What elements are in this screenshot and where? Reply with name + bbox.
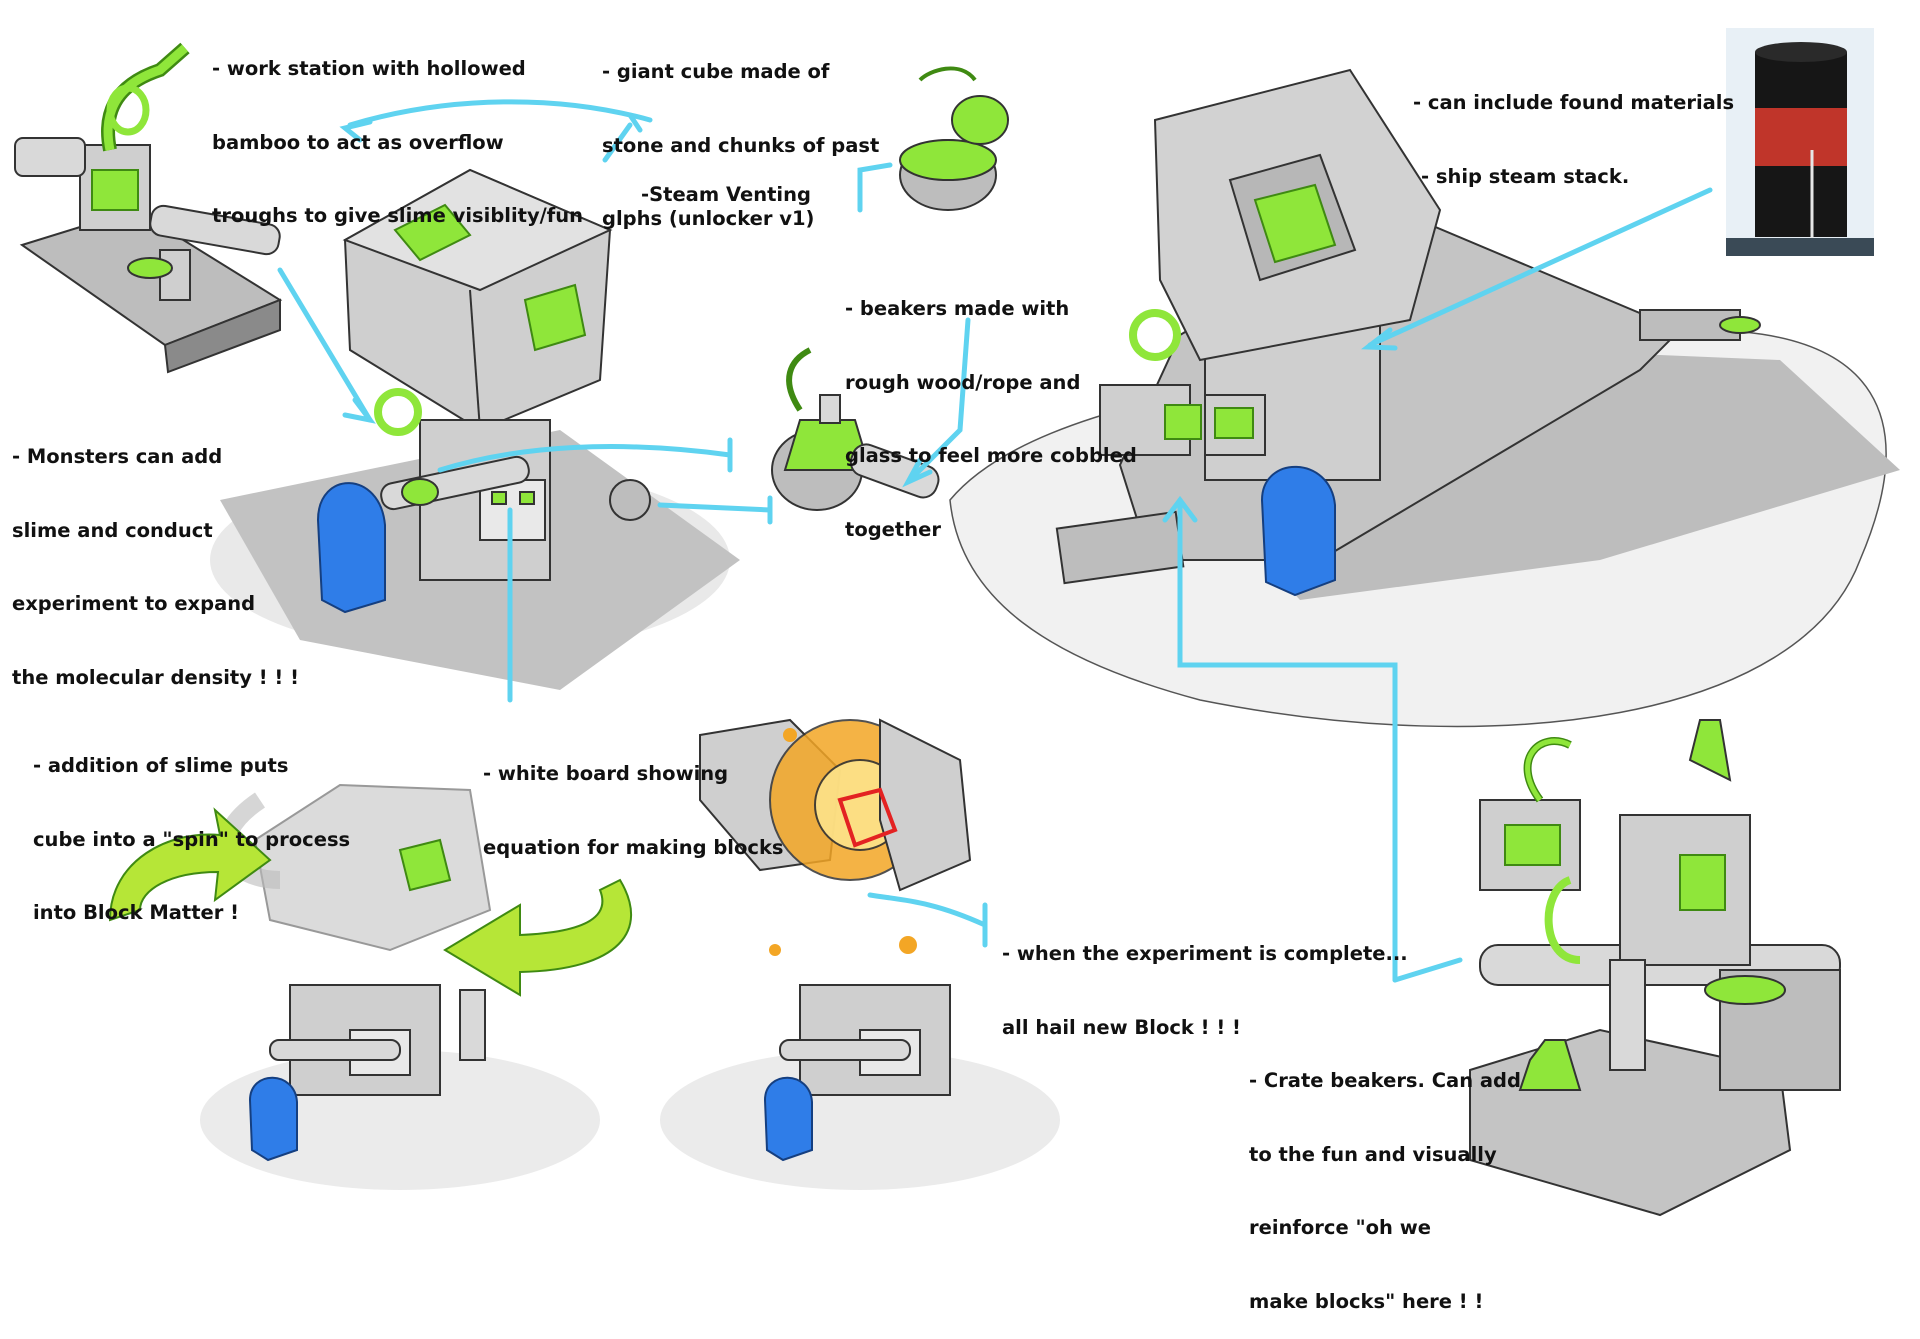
note-line: troughs to give slime visiblity/fun (212, 204, 584, 227)
note-line: slime and conduct (12, 518, 213, 542)
note-line: reinforce "oh we (1249, 1216, 1431, 1239)
machine-base-left (269, 984, 486, 1096)
monster-figure-small-left (248, 1076, 298, 1162)
monster-figure-right (1260, 465, 1336, 597)
annotation-arrows (277, 99, 1713, 983)
note-crate: - Crate beakers. Can add to the fun and … (1249, 1020, 1521, 1339)
note-line: - addition of slime puts (33, 754, 289, 777)
note-line: - Monsters can add (12, 445, 223, 468)
note-found-materials: - can include found materials - ship ste… (1413, 42, 1734, 214)
note-line: - ship steam stack. (1421, 164, 1630, 188)
beaker-sketches (771, 66, 1009, 511)
note-giant-cube: - giant cube made of stone and chunks of… (602, 11, 879, 256)
note-workstation: - work station with hollowed bamboo to a… (212, 8, 583, 253)
monster-figure (316, 482, 386, 614)
note-line: - white board showing (483, 762, 729, 785)
note-steam-venting: -Steam Venting (641, 134, 811, 232)
workstation-sketch (14, 42, 283, 374)
note-beakers: - beakers made with rough wood/rope and … (845, 248, 1137, 567)
monster-figure-small-middle (763, 1076, 813, 1162)
note-complete: - when the experiment is complete... all… (1002, 893, 1408, 1065)
note-spin: - addition of slime puts cube into a "sp… (33, 705, 350, 950)
steam-stack-photo (1726, 28, 1874, 256)
note-line: bamboo to act as overflow (212, 130, 504, 154)
note-monsters: - Monsters can add slime and conduct exp… (12, 396, 299, 715)
note-line: make blocks" here ! ! (1249, 1289, 1484, 1313)
note-line: together (845, 517, 941, 541)
spin-arrow-bottom (443, 878, 633, 997)
large-machine-sketch (1055, 68, 1761, 585)
machine-base-middle (779, 984, 951, 1096)
note-line: - giant cube made of (602, 60, 830, 83)
burst-sketch (699, 718, 972, 956)
note-line: - when the experiment is complete... (1002, 942, 1408, 965)
note-line: all hail new Block ! ! ! (1002, 1015, 1241, 1039)
note-line: - can include found materials (1413, 91, 1735, 114)
crate-beakers-sketch (1469, 719, 1841, 1217)
note-line: stone and chunks of past (602, 133, 880, 157)
note-whiteboard: - white board showing equation for makin… (483, 713, 784, 885)
note-line: - work station with hollowed (212, 57, 526, 80)
note-line: - beakers made with (845, 297, 1070, 320)
note-line: the molecular density ! ! ! (12, 665, 299, 689)
note-line: to the fun and visually (1249, 1142, 1497, 1166)
note-line: glphs (unlocker v1) (602, 207, 815, 230)
note-line: into Block Matter ! (33, 901, 240, 924)
note-line: glass to feel more cobbled (845, 444, 1137, 467)
note-line: experiment to expand (12, 592, 256, 615)
note-line: rough wood/rope and (845, 370, 1081, 394)
cube-machine-sketch (342, 168, 651, 581)
concept-art-canvas (14, 28, 1900, 1217)
spin-cube-sketch (217, 783, 492, 952)
note-line: -Steam Venting (641, 183, 811, 206)
note-line: equation for making blocks (483, 835, 784, 859)
note-line: - Crate beakers. Can add (1249, 1069, 1521, 1092)
note-line: cube into a "spin" to process (33, 827, 351, 851)
spin-arrow-top (108, 807, 272, 922)
